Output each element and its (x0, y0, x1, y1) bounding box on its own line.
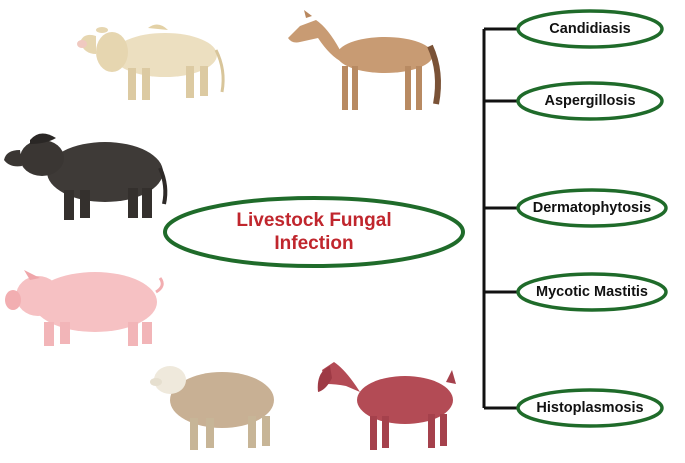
connector-lines (482, 27, 517, 410)
cow-icon (77, 24, 225, 100)
disease-ellipse-aspergillosis (516, 81, 664, 121)
disease-label-dermatophytosis: Dermatophytosis (532, 200, 652, 216)
disease-ellipse-mycotic-mastitis (516, 272, 668, 312)
central-topic-line2: Infection (274, 233, 354, 254)
disease-ellipse-histoplasmosis (516, 388, 664, 428)
disease-label-aspergillosis: Aspergillosis (544, 93, 636, 109)
disease-ellipse-dermatophytosis (516, 188, 668, 228)
disease-label-candidiasis: Candidiasis (549, 21, 631, 37)
disease-ellipses (516, 9, 668, 428)
buffalo-icon (4, 133, 168, 220)
central-topic-label: Livestock Fungal Infection (163, 197, 465, 267)
goat-icon (317, 362, 456, 450)
central-topic-ellipse (163, 196, 465, 268)
pig-icon (5, 270, 164, 346)
disease-label-histoplasmosis: Histoplasmosis (536, 400, 644, 416)
disease-label-mycotic-mastitis: Mycotic Mastitis (536, 284, 648, 300)
horse-icon (288, 10, 441, 110)
central-topic-line1: Livestock Fungal (236, 210, 392, 231)
sheep-icon (150, 366, 274, 450)
disease-ellipse-candidiasis (516, 9, 664, 49)
